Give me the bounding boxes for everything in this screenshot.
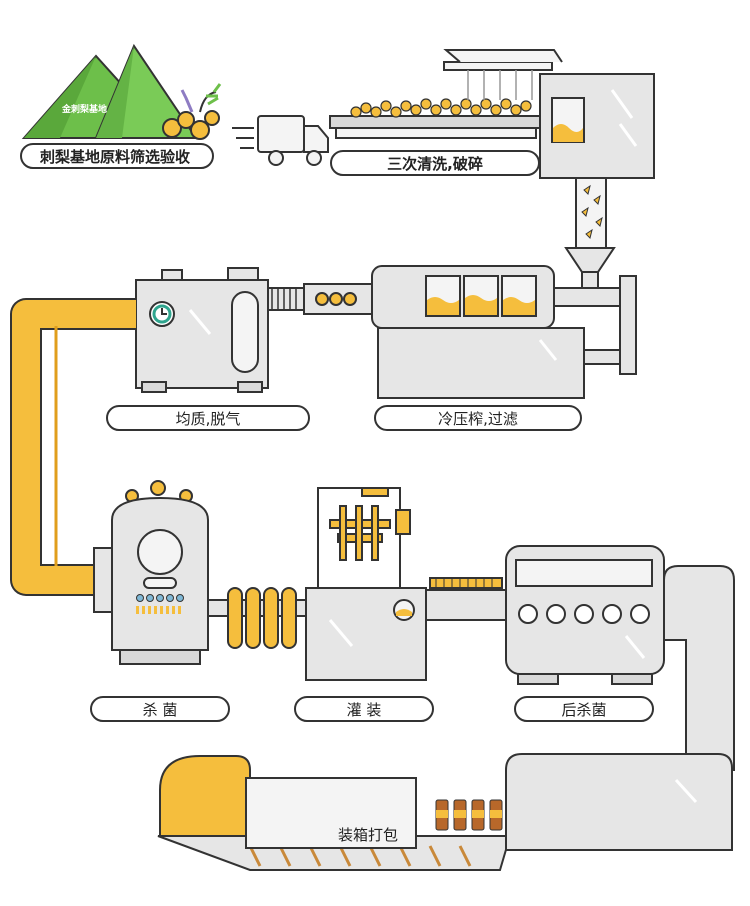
washing-machine xyxy=(329,49,563,139)
step-filling-label: 灌 装 xyxy=(294,696,434,722)
step-post-sterilize-label: 后杀菌 xyxy=(514,696,654,722)
filling-machine xyxy=(305,487,427,681)
crusher-machine xyxy=(539,73,655,249)
mountain-label: 金刺梨基地 xyxy=(62,105,108,115)
post-sterilizer-machine xyxy=(505,545,665,685)
step-homogenize-label: 均质,脱气 xyxy=(106,405,310,431)
homogenizer-machine xyxy=(135,267,373,393)
step-packing-label: 装箱打包 xyxy=(338,826,399,844)
fruit-icon xyxy=(162,83,222,140)
pipe-icon xyxy=(10,298,136,596)
step-cold-press-label: 冷压榨,过滤 xyxy=(374,405,582,431)
coil-icon xyxy=(207,587,309,649)
packing-machine xyxy=(157,753,733,871)
sterilizer-machine xyxy=(93,480,209,665)
cold-press-machine xyxy=(371,265,637,399)
step-raw-material-label: 刺梨基地原料筛选验收 xyxy=(20,143,214,169)
step-sterilize-label: 杀 菌 xyxy=(90,696,230,722)
mountain-icon xyxy=(21,43,198,139)
bottle-conveyor xyxy=(425,577,507,621)
truck-icon xyxy=(232,115,329,166)
funnel-icon xyxy=(564,247,616,289)
step-wash-crush-label: 三次清洗,破碎 xyxy=(330,150,540,176)
chute-icon xyxy=(663,565,735,771)
